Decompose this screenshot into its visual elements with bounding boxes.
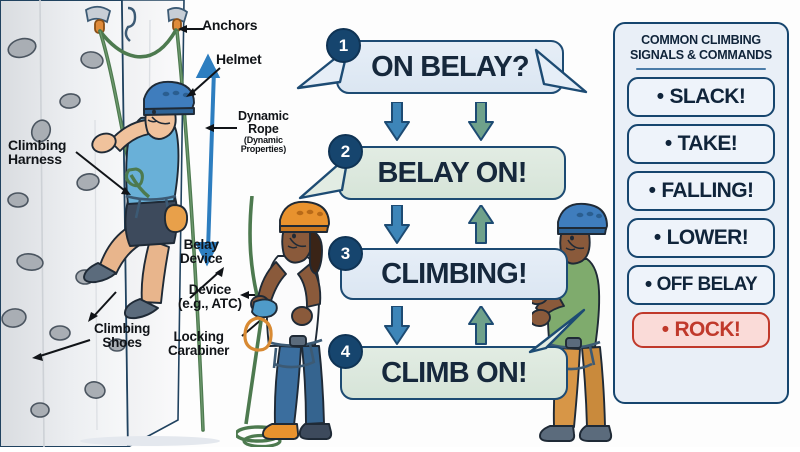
label-helmet-text: Helmet (216, 51, 262, 67)
label-anchors-text: Anchors (202, 17, 258, 33)
speech-bubble-on-belay[interactable]: ON BELAY? (336, 40, 564, 94)
signal-label-lower: LOWER! (666, 225, 749, 249)
arrow-step1-to-step2-left (384, 102, 410, 141)
arrow-step1-to-step2-right (468, 102, 494, 141)
bubble-4-tail-right (528, 308, 586, 354)
signal-bullet-falling: • (648, 178, 656, 202)
step-badge-2-number: 2 (340, 141, 351, 161)
step-badge-2: 2 (328, 134, 363, 169)
leader-anchors (178, 25, 203, 33)
signal-bullet-lower: • (653, 225, 661, 249)
signal-item-rock[interactable]: • ROCK! (632, 311, 770, 348)
label-helmet: Helmet (216, 51, 262, 67)
signal-label-take: TAKE! (677, 131, 738, 155)
speech-bubble-belay-on[interactable]: BELAY ON! (338, 146, 566, 200)
speech-bubble-climbing[interactable]: CLIMBING! (340, 248, 568, 300)
signal-label-rock: ROCK! (674, 317, 741, 341)
bubble-1-tail-right (534, 48, 588, 94)
label-device-atc: Device (e.g., ATC) (178, 283, 242, 311)
label-device-atc-line2: (e.g., ATC) (178, 295, 242, 311)
label-belay-device-line1: Belay (183, 237, 219, 252)
label-carabiner-line2: Carabiner (168, 342, 230, 358)
label-dynamic-rope-sub2: Properties) (240, 143, 287, 154)
signals-title-line1: COMMON CLIMBING (641, 33, 761, 47)
signal-item-lower[interactable]: • LOWER! (627, 217, 775, 258)
label-belay-device: Belay Device (180, 237, 223, 266)
arrow-step3-to-step4-right (468, 306, 494, 345)
speech-bubble-climb-on[interactable]: CLIMB ON! (340, 346, 568, 400)
label-dynamic-rope: Dynamic Rope (Dynamic Properties) (238, 110, 289, 154)
signal-bullet-off-belay: • (644, 272, 652, 296)
arrow-step2-to-step3-left (384, 205, 410, 244)
signal-item-slack[interactable]: • SLACK! (627, 76, 775, 117)
step-badge-1-number: 1 (338, 35, 349, 55)
arrow-step3-to-step4-left (384, 306, 410, 345)
speech-bubble-on-belay-text: ON BELAY? (371, 50, 530, 83)
label-shoes-line2: Shoes (102, 334, 142, 350)
leader-helmet (186, 67, 221, 97)
step-badge-3-number: 3 (340, 243, 351, 263)
speech-bubble-climb-on-text: CLIMB ON! (381, 356, 528, 389)
signal-bullet-slack: • (656, 84, 664, 108)
climbing-wall-scene (0, 0, 300, 449)
step-badge-1: 1 (326, 28, 361, 63)
label-dynamic-rope-sub1: (Dynamic (243, 134, 283, 145)
wall-illustration (0, 0, 221, 449)
signal-bullet-rock: • (661, 317, 669, 341)
leader-harness (75, 151, 131, 195)
leader-shoes (88, 291, 117, 322)
signal-sequence-flow: ON BELAY? 1 BELAY ON! 2 CLIMBING! (296, 18, 588, 428)
label-climbing-harness: Climbing Harness (8, 138, 66, 167)
label-device-atc-line1: Device (188, 282, 232, 297)
signal-label-slack: SLACK! (669, 84, 746, 108)
signal-label-off-belay: OFF BELAY (656, 273, 758, 295)
signal-item-off-belay[interactable]: • OFF BELAY (627, 264, 775, 305)
leader-shoes-2 (32, 339, 91, 361)
signals-panel-title: COMMON CLIMBING SIGNALS & COMMANDS (624, 33, 778, 63)
label-dynamic-rope-line2: Rope (248, 121, 279, 136)
belayer-figure (236, 196, 333, 447)
label-dynamic-rope-line1: Dynamic (238, 109, 289, 123)
signal-label-falling: FALLING! (661, 178, 754, 202)
label-locking-carabiner: Locking Carabiner (168, 330, 229, 358)
arrow-step2-to-step3-right (468, 205, 494, 244)
speech-bubble-belay-on-text: BELAY ON! (377, 156, 527, 189)
label-carabiner-line1: Locking (173, 329, 224, 344)
signal-item-take[interactable]: • TAKE! (627, 123, 775, 164)
speech-bubble-climbing-text: CLIMBING! (381, 257, 528, 290)
label-shoes-line1: Climbing (94, 321, 151, 336)
step-badge-4: 4 (328, 334, 363, 369)
step-badge-4-number: 4 (340, 341, 351, 361)
step-badge-3: 3 (328, 236, 363, 271)
signals-title-line2: SIGNALS & COMMANDS (629, 47, 773, 62)
wall-climber-figure (83, 80, 195, 320)
signals-panel: COMMON CLIMBING SIGNALS & COMMANDS • SLA… (613, 22, 789, 404)
leader-belay-device (189, 267, 224, 299)
signals-title-divider (636, 67, 766, 70)
signal-item-falling[interactable]: • FALLING! (627, 170, 775, 211)
label-climbing-shoes: Climbing Shoes (94, 322, 150, 350)
label-anchors: Anchors (202, 17, 258, 33)
label-belay-device-line2: Device (180, 250, 223, 266)
label-harness-line1: Climbing (8, 137, 67, 153)
leader-dynamic-rope (205, 124, 237, 132)
signal-bullet-take: • (664, 131, 672, 155)
label-harness-line2: Harness (8, 151, 62, 168)
